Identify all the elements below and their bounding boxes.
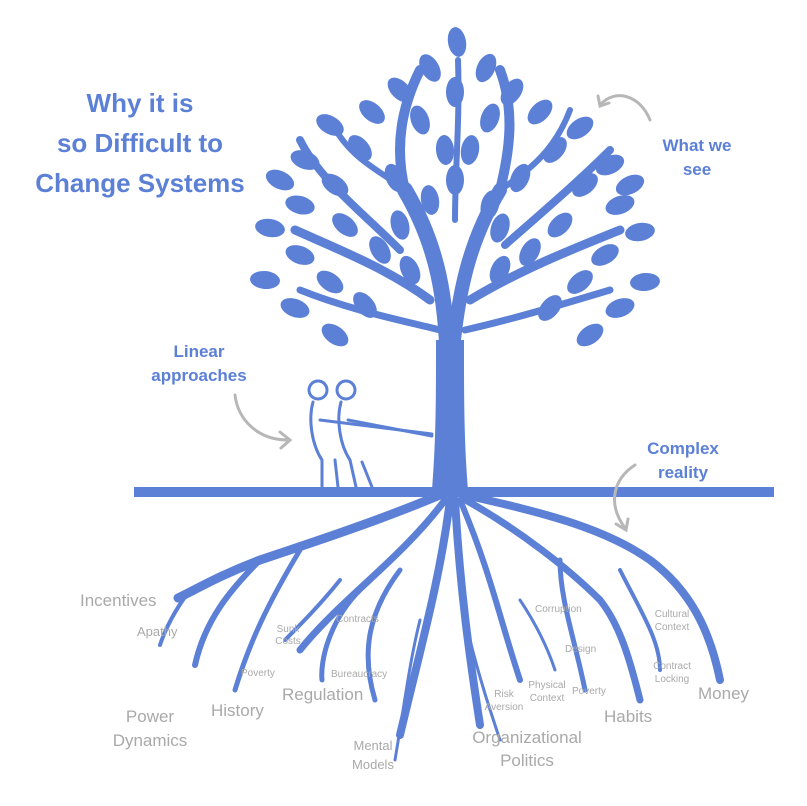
- leaf: [615, 174, 645, 196]
- root-label-corruption: Corruption: [535, 604, 582, 615]
- leaf: [390, 210, 410, 240]
- root-label-mental-models-1: Mental: [353, 738, 392, 753]
- title-line-2: so Difficult to: [57, 128, 223, 158]
- root-label-physical-context-2: Context: [530, 693, 565, 704]
- root-label-money: Money: [698, 684, 750, 703]
- tug-of-war-people-icon: [307, 379, 434, 489]
- root-label-incentives: Incentives: [80, 591, 157, 610]
- root-label-contracts: Contracts: [336, 614, 379, 625]
- leaf: [566, 116, 594, 140]
- curved-arrow-icon: [233, 393, 290, 442]
- root-label-bureaucracy: Bureaucracy: [331, 669, 387, 680]
- tree-icon: [250, 27, 660, 490]
- root-label-sunk-costs-1: Sunk: [277, 624, 301, 635]
- root-label-risk-aversion-1: Risk: [494, 689, 514, 700]
- root-label-power-dynamics-1: Power: [126, 707, 175, 726]
- callout-linear-approaches: Linear approaches: [151, 342, 293, 450]
- leaf: [420, 185, 440, 215]
- root-label-organizational-politics-2: Politics: [500, 751, 554, 770]
- leaf: [475, 53, 497, 83]
- root-label-mental-models-2: Models: [352, 757, 394, 772]
- diagram-title: Why it is so Difficult to Change Systems: [35, 88, 245, 198]
- callout-what-we-see: What we see: [596, 94, 732, 179]
- tree-canopy: [250, 27, 660, 347]
- leaf: [410, 105, 430, 135]
- root-label-history: History: [211, 701, 264, 720]
- tree-trunk: [432, 340, 468, 490]
- leaf: [285, 245, 315, 265]
- root-label-regulation: Regulation: [282, 685, 363, 704]
- callout-complex-reality-line1: Complex: [647, 439, 719, 458]
- tree-roots: [158, 490, 724, 762]
- leaf: [316, 270, 344, 294]
- leaf: [285, 195, 315, 215]
- root-label-cultural-context-1: Cultural: [655, 609, 689, 620]
- callout-linear-approaches-line1: Linear: [173, 342, 224, 361]
- leaf: [255, 218, 285, 238]
- root-label-contract-locking-1: Contract: [653, 661, 691, 672]
- root-labels: Incentives Apathy Sunk Costs Contracts C…: [80, 591, 750, 772]
- title-line-3: Change Systems: [35, 168, 245, 198]
- leaf: [527, 99, 553, 125]
- leaf: [321, 323, 349, 347]
- leaf: [490, 213, 510, 243]
- root-label-habits: Habits: [604, 707, 652, 726]
- root-label-contract-locking-2: Locking: [655, 674, 689, 685]
- title-line-1: Why it is: [87, 88, 194, 118]
- leaf: [576, 323, 604, 347]
- callout-what-we-see-line2: see: [683, 160, 711, 179]
- leaf: [265, 169, 295, 191]
- tree-branches: [290, 57, 625, 368]
- leaf: [605, 298, 635, 318]
- callout-what-we-see-line1: What we: [663, 136, 732, 155]
- leaf: [435, 135, 455, 165]
- leaf: [250, 270, 280, 290]
- leaf: [480, 103, 500, 133]
- leaf: [625, 222, 655, 242]
- leaf: [605, 195, 635, 215]
- leaf: [399, 255, 421, 285]
- leaf: [369, 236, 391, 264]
- leaf: [567, 270, 593, 294]
- root-label-physical-context-1: Physical: [528, 680, 565, 691]
- callout-complex-reality: Complex reality: [613, 439, 719, 533]
- leaf: [359, 100, 385, 124]
- root-label-risk-aversion-2: Aversion: [485, 702, 524, 713]
- leaf: [332, 213, 358, 237]
- root-label-organizational-politics-1: Organizational: [472, 728, 582, 747]
- callout-complex-reality-line2: reality: [658, 463, 709, 482]
- leaf: [630, 272, 660, 292]
- curved-arrow-icon: [598, 94, 652, 122]
- root-label-cultural-context-2: Context: [655, 622, 690, 633]
- ground-line: [134, 487, 774, 497]
- leaf: [591, 244, 619, 266]
- root-label-apathy: Apathy: [137, 624, 178, 639]
- root-label-power-dynamics-2: Dynamics: [113, 731, 188, 750]
- callout-linear-approaches-line2: approaches: [151, 366, 246, 385]
- leaf: [419, 54, 441, 82]
- leaf: [547, 212, 573, 238]
- curved-arrow-icon: [613, 463, 637, 530]
- leaf: [460, 135, 480, 165]
- root-label-poverty-right: Poverty: [572, 686, 606, 697]
- root-label-sunk-costs-2: Costs: [275, 636, 301, 647]
- leaf: [280, 298, 310, 318]
- root-label-design: Design: [565, 644, 596, 655]
- root-label-poverty-left: Poverty: [241, 668, 275, 679]
- leaf: [447, 27, 467, 57]
- leaf: [519, 238, 541, 266]
